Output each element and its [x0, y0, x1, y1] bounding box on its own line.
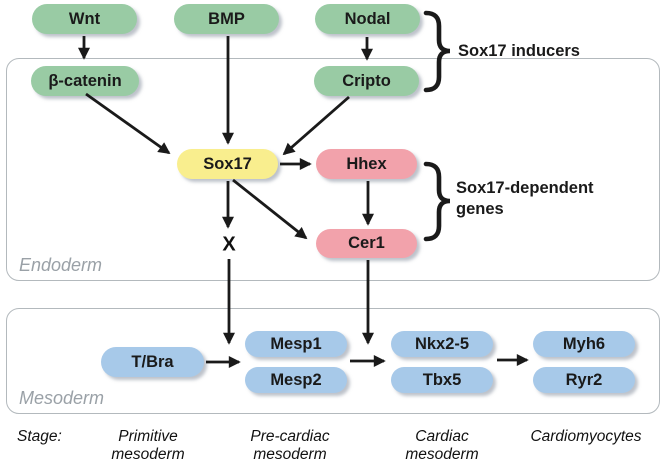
stage-2-line2: mesoderm: [405, 445, 479, 463]
endoderm-region-box: Endoderm: [6, 58, 660, 281]
node-mesp1: Mesp1: [245, 331, 347, 357]
stage-2-line1: Cardiac: [415, 428, 469, 445]
node-mesp2: Mesp2: [245, 367, 347, 393]
node-tbra: T/Bra: [101, 347, 204, 377]
stage-primitive-mesoderm: Primitive mesoderm: [98, 428, 198, 463]
node-myh6: Myh6: [533, 331, 635, 357]
node-cer1: Cer1: [316, 229, 417, 258]
stage-cardiac-mesoderm: Cardiac mesoderm: [392, 428, 492, 463]
node-bmp: BMP: [174, 4, 279, 34]
node-nodal: Nodal: [315, 4, 420, 34]
stage-0-line2: mesoderm: [111, 445, 185, 463]
endoderm-label: Endoderm: [19, 255, 103, 275]
mesoderm-label: Mesoderm: [19, 388, 105, 408]
stage-1-line2: mesoderm: [253, 445, 327, 463]
stage-0-line1: Primitive: [118, 428, 178, 445]
node-nkx2-5: Nkx2-5: [391, 331, 493, 357]
node-bcatenin: β-catenin: [31, 66, 139, 96]
stage-cardiomyocytes: Cardiomyocytes: [521, 428, 651, 446]
stage-pre-cardiac-mesoderm: Pre-cardiac mesoderm: [240, 428, 340, 463]
node-wnt: Wnt: [32, 4, 137, 34]
sox17-dependent-line1: Sox17-dependent: [456, 179, 594, 197]
node-sox17: Sox17: [177, 149, 278, 179]
node-cripto: Cripto: [314, 66, 419, 96]
mesoderm-region-box: Mesoderm: [6, 308, 660, 414]
sox17-inducers-label: Sox17 inducers: [458, 42, 580, 60]
stage-prefix-label: Stage:: [17, 428, 62, 445]
stage-3-line1: Cardiomyocytes: [530, 428, 642, 445]
node-ryr2: Ryr2: [533, 367, 635, 393]
stage-1-line1: Pre-cardiac: [250, 428, 330, 445]
sox17-dependent-genes-label: Sox17-dependent genes: [456, 178, 594, 220]
sox17-dependent-line2: genes: [456, 200, 504, 218]
blocked-factor-x: X: [222, 233, 236, 256]
node-tbx5: Tbx5: [391, 367, 493, 393]
node-hhex: Hhex: [316, 149, 417, 179]
